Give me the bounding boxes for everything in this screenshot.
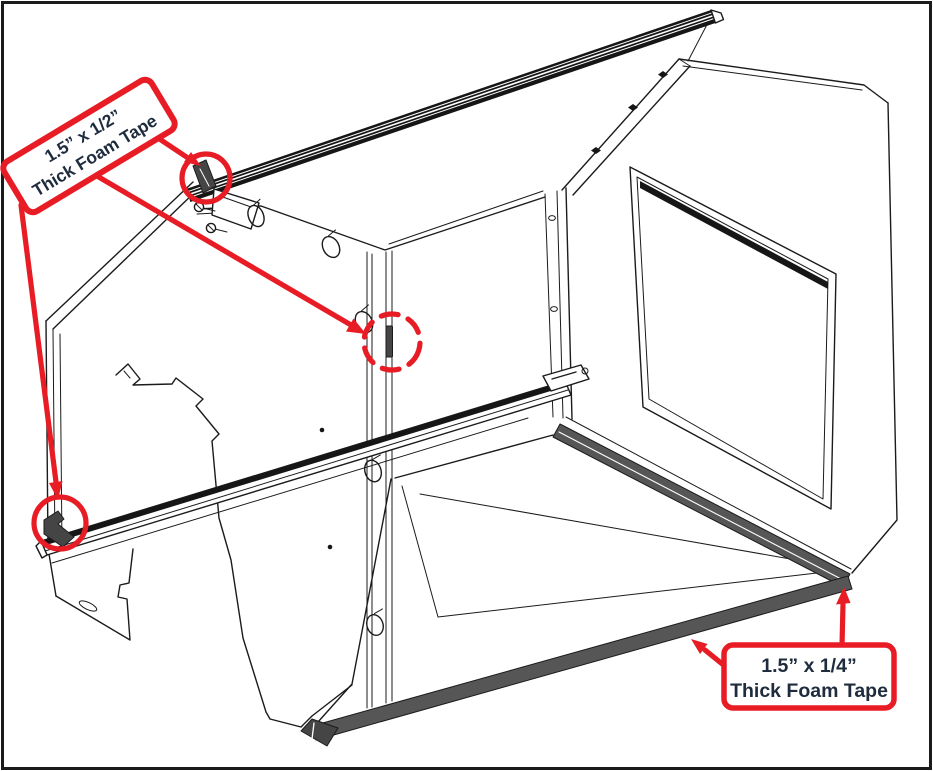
top-rail xyxy=(186,9,725,202)
enclosure-line-art xyxy=(45,14,898,728)
screw xyxy=(550,306,558,312)
foam-strip-post xyxy=(385,325,393,358)
callout-bottom-line1: 1.5” x 1/4” xyxy=(761,655,856,677)
window-opening xyxy=(629,166,837,510)
bolt xyxy=(205,222,228,234)
front-corner-foam-wedge xyxy=(300,718,339,747)
cable-clip xyxy=(321,229,341,259)
inner-panel xyxy=(115,363,353,728)
cable-clip xyxy=(366,608,384,636)
cable-clip xyxy=(363,454,383,483)
lower-rail-end-cap xyxy=(35,540,48,559)
callout-arrow-front-tape xyxy=(691,639,729,670)
flange-hole xyxy=(628,104,638,111)
top-rail-tip xyxy=(710,9,725,24)
rail-screw xyxy=(319,427,325,433)
mounting-hardware xyxy=(193,188,393,636)
lower-rail-right-bracket xyxy=(542,364,590,392)
floor-foam-tapes xyxy=(300,416,853,747)
right-floor-foam-tape xyxy=(552,423,851,588)
highlight-circle-left xyxy=(31,494,89,552)
hip-flange xyxy=(561,14,713,196)
callout-top-left: 1.5” x 1/2” Thick Foam Tape xyxy=(0,76,178,216)
cable-clip xyxy=(247,198,265,228)
highlight-circle-top xyxy=(179,151,233,205)
rail-mounting-bracket xyxy=(211,188,260,230)
floor-pan xyxy=(317,434,837,723)
tape-highlight xyxy=(558,431,846,582)
flange-hole xyxy=(591,147,601,154)
left-panel xyxy=(45,181,198,641)
right-wall xyxy=(544,58,898,574)
window-top-shadow xyxy=(640,181,828,289)
callout-arrow-left-circle xyxy=(18,202,63,500)
foam-block-lower-left xyxy=(43,510,75,548)
inner-panel-tab-mark xyxy=(123,370,131,379)
screw xyxy=(548,215,556,221)
tape-seam xyxy=(311,722,315,740)
callout-arrow-middle-circle xyxy=(94,173,366,334)
callout-arrow-corner-tape xyxy=(836,587,851,649)
rail-screw xyxy=(327,544,333,550)
panel-slot xyxy=(78,600,98,612)
callout-bottom-line2: Thick Foam Tape xyxy=(730,680,888,702)
lower-rail xyxy=(35,364,590,564)
flange-hole xyxy=(658,71,668,78)
callout-bottom-right: 1.5” x 1/4” Thick Foam Tape xyxy=(721,642,897,711)
lower-rail-top-stripe xyxy=(41,381,567,546)
tape-channel-edge xyxy=(565,416,852,570)
